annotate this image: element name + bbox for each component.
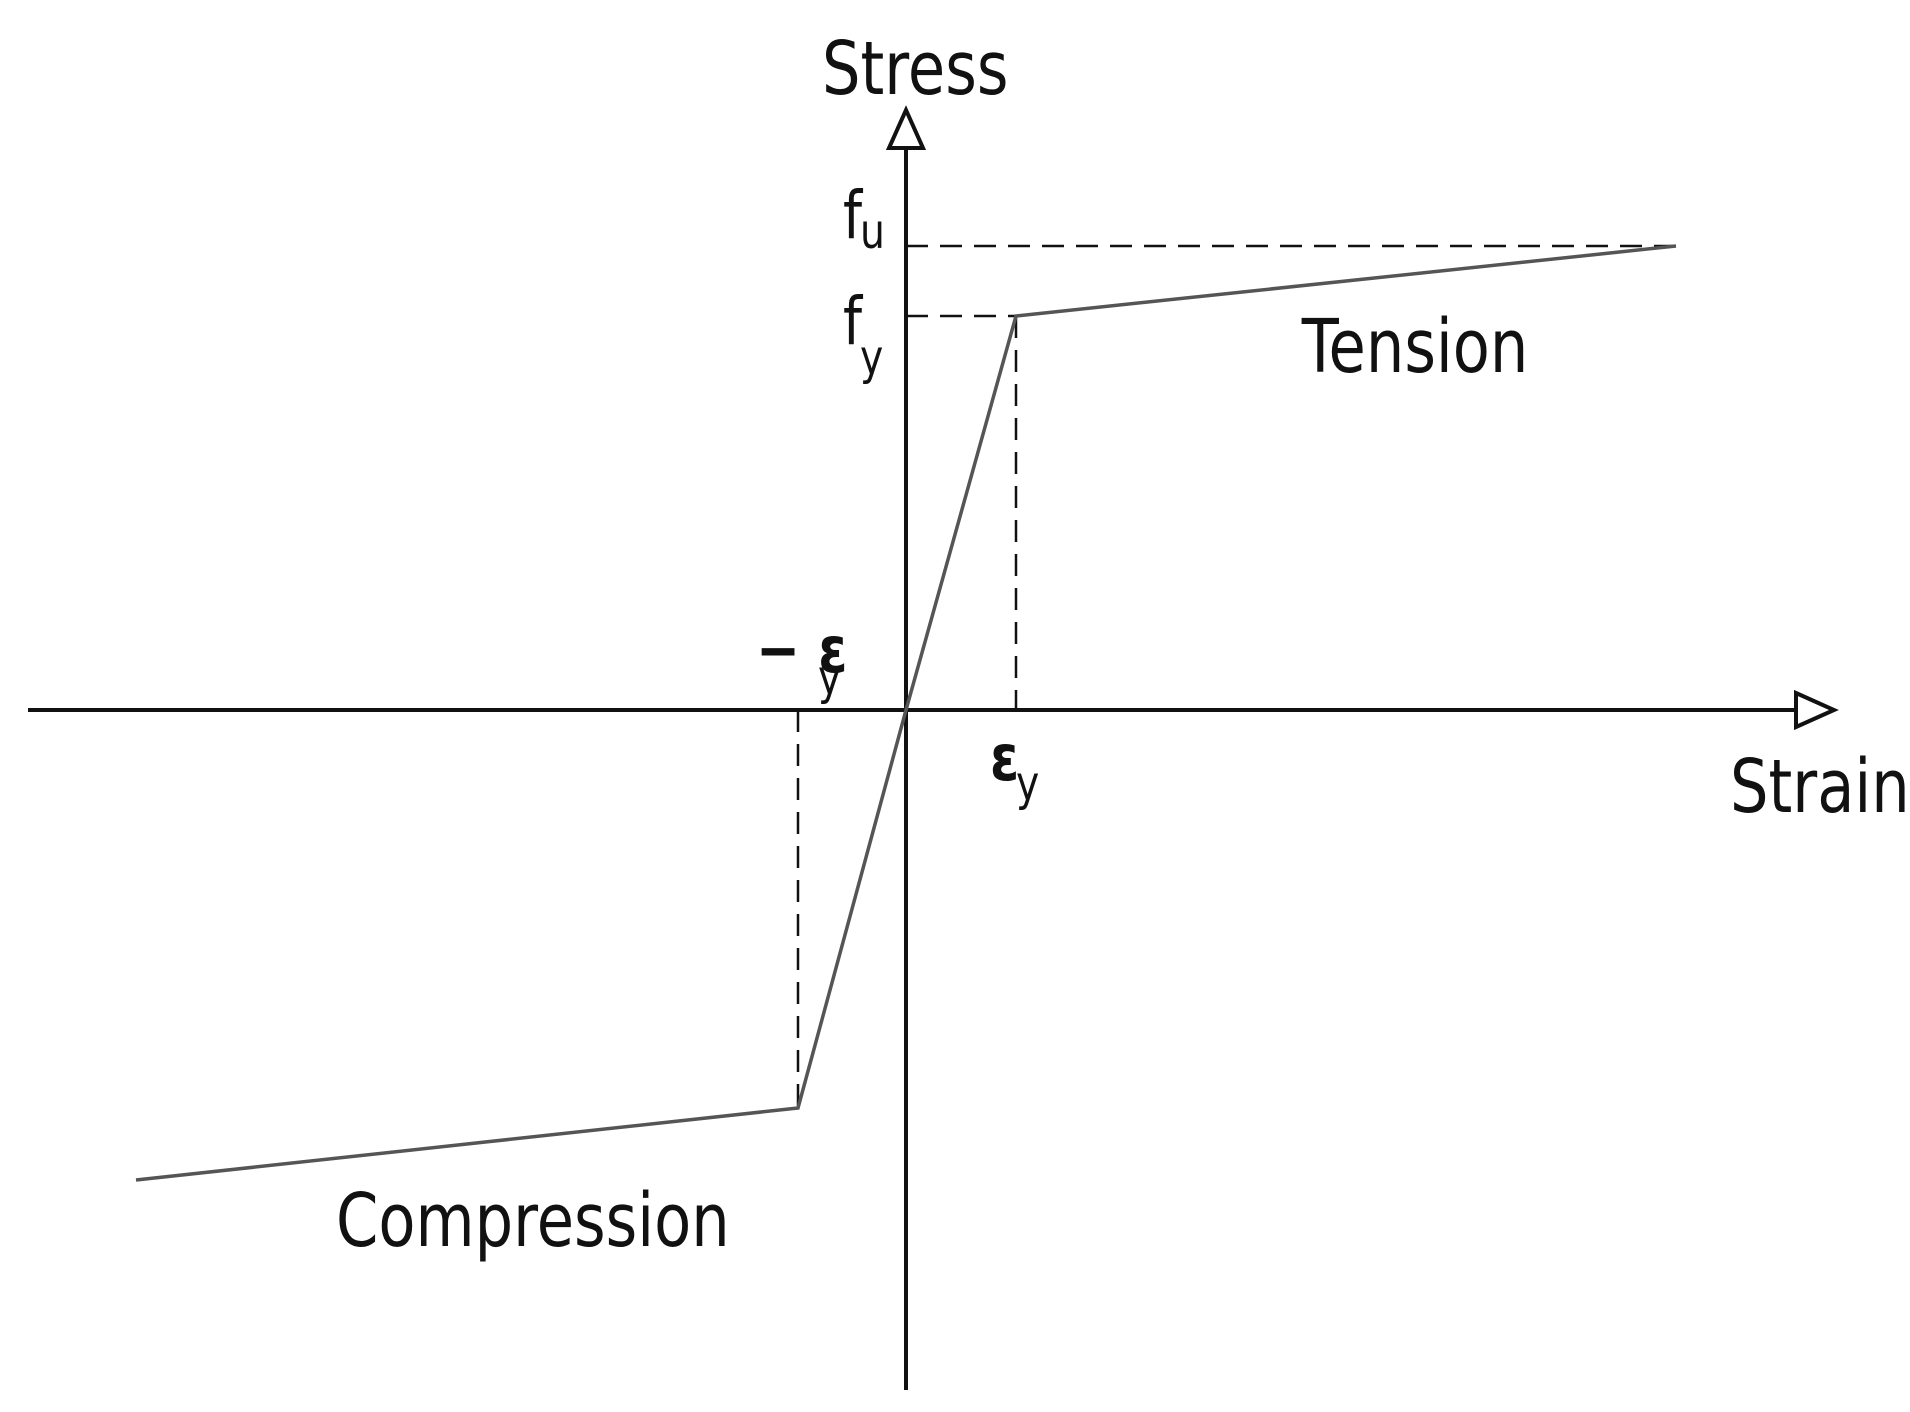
stress-axis-label: Stress [822, 25, 1008, 111]
svg-text:f: f [843, 178, 864, 255]
stress-axis-arrowhead [885, 105, 927, 150]
svg-text:− ε: − ε [756, 613, 847, 687]
compression-label: Compression [336, 1177, 730, 1263]
svg-text:y: y [818, 650, 841, 706]
fu-label: f u [843, 178, 885, 260]
fy-label: f y [843, 284, 883, 386]
ey-positive-label: ε y [990, 721, 1039, 812]
svg-text:u: u [860, 204, 885, 260]
svg-text:y: y [860, 330, 883, 386]
svg-text:y: y [1016, 756, 1039, 812]
strain-axis-arrowhead [1794, 689, 1839, 731]
tension-label: Tension [1301, 303, 1528, 389]
stress-strain-curve [135, 244, 1677, 1182]
svg-text:f: f [843, 284, 864, 361]
svg-text:ε: ε [990, 721, 1019, 795]
strain-axis-label: Strain [1730, 743, 1910, 829]
ey-negative-label: − ε y [756, 613, 847, 706]
